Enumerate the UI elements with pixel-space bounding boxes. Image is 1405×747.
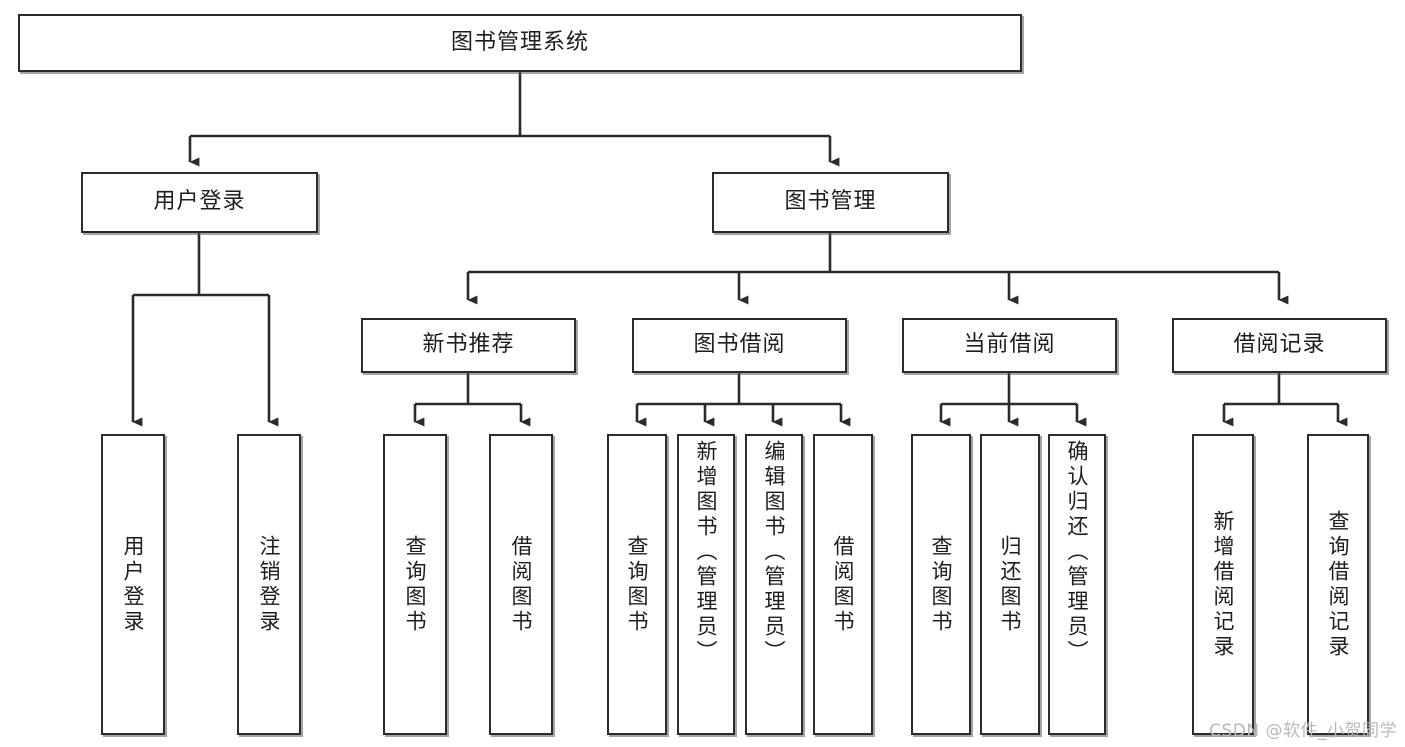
leaf-add-book[interactable]: 新增图书（管理员） — [677, 434, 735, 735]
leaf-borrow-book-2[interactable]: 借阅图书 — [813, 434, 873, 735]
leaf-edit-book-label: 编辑图书（管理员） — [762, 440, 787, 665]
leaf-user-login-label: 用户登录 — [121, 534, 146, 635]
leaf-query-book-2[interactable]: 查询图书 — [607, 434, 667, 735]
leaf-query-book-2-label: 查询图书 — [625, 534, 650, 635]
node-borrow-record-label: 借阅记录 — [1233, 332, 1326, 358]
node-book-manage-label: 图书管理 — [784, 189, 877, 215]
leaf-user-login[interactable]: 用户登录 — [101, 434, 165, 735]
leaf-add-record-label: 新增借阅记录 — [1211, 509, 1236, 660]
leaf-return-book[interactable]: 归还图书 — [980, 434, 1040, 735]
node-borrow-record[interactable]: 借阅记录 — [1172, 318, 1387, 373]
node-book-manage[interactable]: 图书管理 — [712, 172, 949, 233]
leaf-add-record[interactable]: 新增借阅记录 — [1192, 434, 1254, 735]
leaf-confirm-return[interactable]: 确认归还（管理员） — [1048, 434, 1106, 735]
node-new-book-recommend-label: 新书推荐 — [422, 332, 515, 358]
node-book-borrow[interactable]: 图书借阅 — [632, 318, 847, 373]
leaf-confirm-return-label: 确认归还（管理员） — [1065, 440, 1090, 665]
leaf-add-book-label: 新增图书（管理员） — [694, 440, 719, 665]
node-current-borrow-label: 当前借阅 — [963, 332, 1056, 358]
leaf-borrow-book-1-label: 借阅图书 — [509, 534, 534, 635]
leaf-borrow-book-1[interactable]: 借阅图书 — [489, 434, 553, 735]
leaf-query-book-3-label: 查询图书 — [929, 534, 954, 635]
node-user-login[interactable]: 用户登录 — [81, 172, 318, 233]
leaf-edit-book[interactable]: 编辑图书（管理员） — [745, 434, 803, 735]
leaf-query-book-1[interactable]: 查询图书 — [383, 434, 447, 735]
leaf-query-book-3[interactable]: 查询图书 — [911, 434, 971, 735]
leaf-return-book-label: 归还图书 — [998, 534, 1023, 635]
leaf-query-record[interactable]: 查询借阅记录 — [1307, 434, 1369, 735]
leaf-query-book-1-label: 查询图书 — [403, 534, 428, 635]
node-root-label: 图书管理系统 — [450, 29, 589, 55]
node-book-borrow-label: 图书借阅 — [693, 332, 786, 358]
leaf-query-record-label: 查询借阅记录 — [1326, 509, 1351, 660]
leaf-borrow-book-2-label: 借阅图书 — [831, 534, 856, 635]
node-user-login-label: 用户登录 — [153, 189, 246, 215]
leaf-logout-label: 注销登录 — [257, 534, 282, 635]
node-root[interactable]: 图书管理系统 — [18, 14, 1022, 72]
node-current-borrow[interactable]: 当前借阅 — [902, 318, 1117, 373]
leaf-logout[interactable]: 注销登录 — [237, 434, 301, 735]
node-new-book-recommend[interactable]: 新书推荐 — [361, 318, 576, 373]
